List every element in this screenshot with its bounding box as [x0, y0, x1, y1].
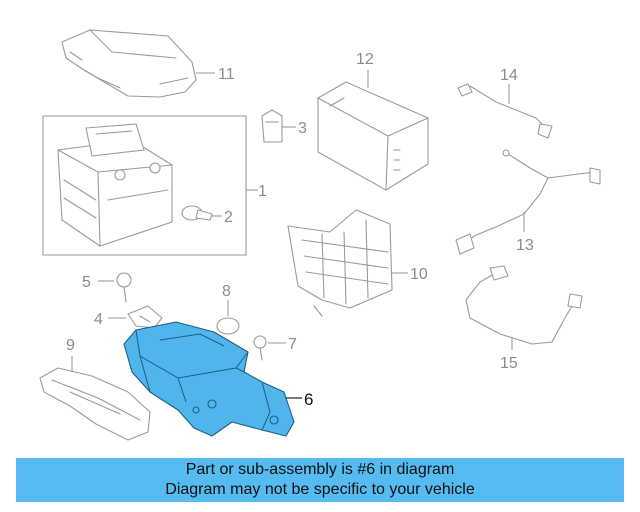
- part-2-plug: [181, 205, 213, 221]
- callout-14: 14: [500, 67, 518, 84]
- part-11-battery-cover: [61, 29, 197, 98]
- banner-line-2: Diagram may not be specific to your vehi…: [165, 481, 475, 498]
- info-banner: Part or sub-assembly is #6 in diagram Di…: [16, 458, 624, 502]
- part-12-battery: [317, 81, 429, 191]
- callout-6: 6: [304, 390, 313, 409]
- part-15-cable: [465, 265, 583, 345]
- callout-4: 4: [94, 311, 103, 328]
- banner-line-1: Part or sub-assembly is #6 in diagram: [185, 461, 455, 478]
- part-14-cable: [457, 83, 553, 139]
- callout-10: 10: [410, 266, 428, 283]
- part-3-cap: [261, 109, 283, 143]
- part-10-insulation: [287, 209, 393, 317]
- part-9-tray: [39, 367, 151, 441]
- callout-15: 15: [500, 355, 518, 372]
- part-1-battery: [57, 123, 173, 247]
- callout-9: 9: [66, 337, 75, 354]
- callout-3: 3: [298, 120, 307, 137]
- callout-1: 1: [258, 183, 267, 200]
- callout-7: 7: [288, 336, 297, 353]
- part-8-grommet: [216, 317, 240, 335]
- part-7-bolt: [253, 335, 267, 361]
- callout-11: 11: [218, 66, 235, 83]
- part-13-harness: [455, 149, 601, 255]
- callout-2: 2: [224, 209, 233, 226]
- callout-12: 12: [356, 51, 374, 68]
- callout-13: 13: [516, 237, 534, 254]
- callout-5: 5: [82, 274, 91, 291]
- part-5-bolt: [116, 272, 132, 303]
- part-6-battery-tray[interactable]: [123, 321, 295, 437]
- callout-8: 8: [222, 283, 231, 300]
- part-4-bracket: [127, 305, 163, 329]
